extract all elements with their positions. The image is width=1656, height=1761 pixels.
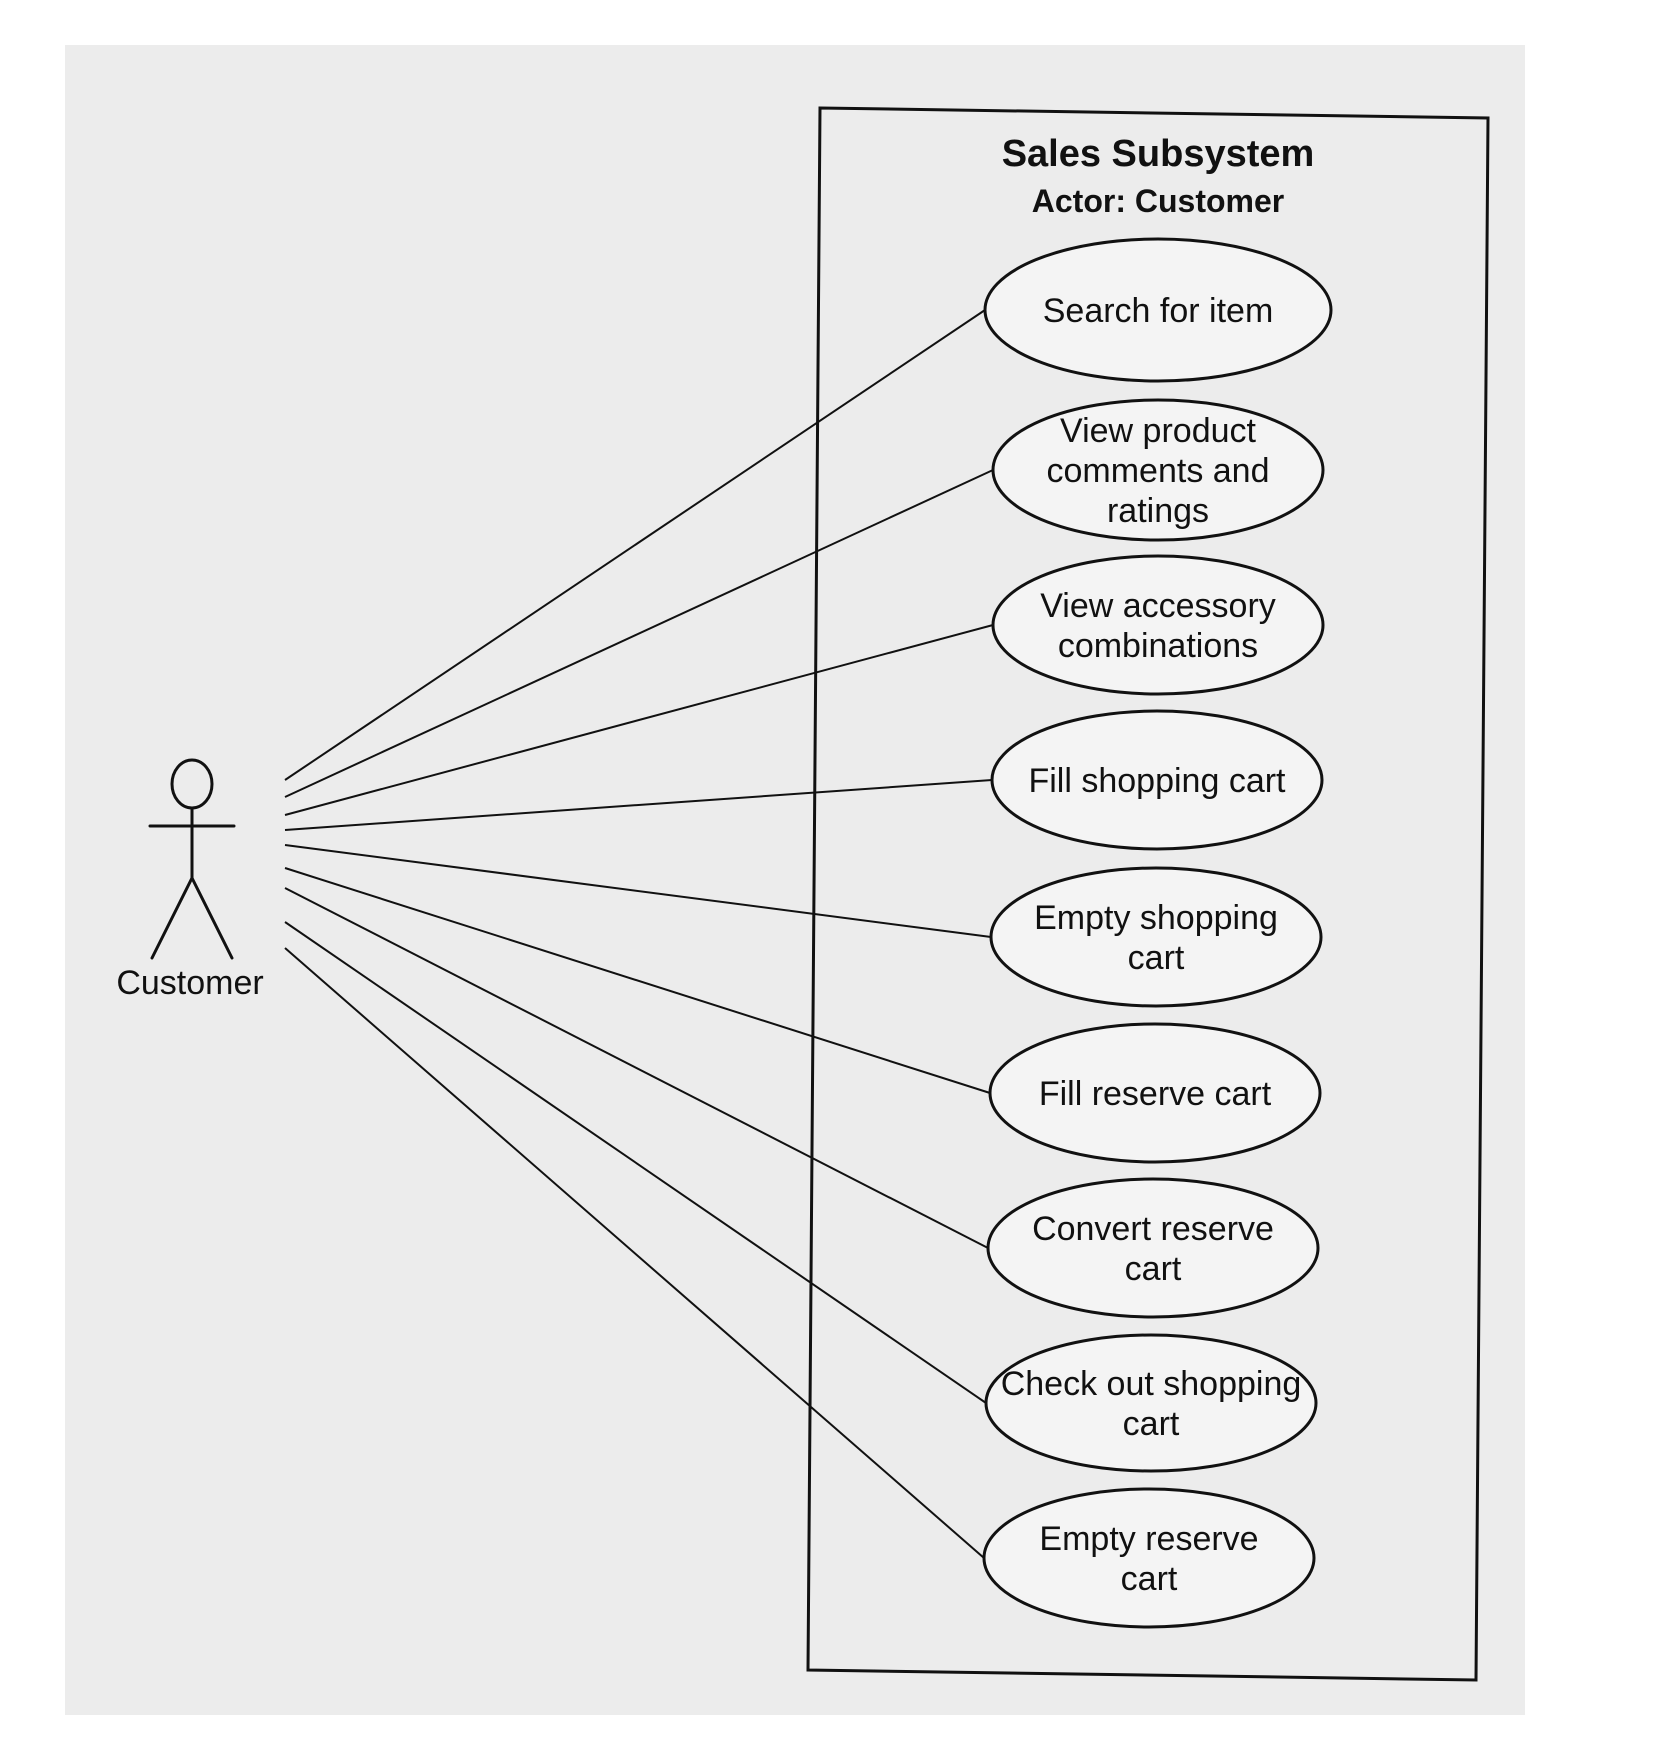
use-case-label: Fill shopping cart [1028,762,1286,800]
use-case-label: Search for item [1043,292,1274,330]
use-case-ellipse [991,398,1325,542]
association-line [284,947,985,1559]
association-lines [284,309,994,1559]
association-line [284,469,994,798]
actor-right-leg [190,876,234,960]
use-case-ellipse [991,554,1325,696]
use-case-ellipse [982,1487,1316,1629]
association-line [284,844,992,938]
association-line [284,309,986,781]
use-case-label: comments and [1047,452,1270,490]
use-case-label: cart [1123,1405,1180,1443]
use-case-ellipse [989,866,1323,1008]
use-case-ellipse [990,709,1324,851]
actor-customer: Customer [116,758,264,1002]
use-case-ellipse [983,237,1333,383]
actor-left-leg [150,876,194,960]
system-boundary [806,106,1490,1682]
use-case: Fill reserve cart [988,1022,1322,1164]
association-line [284,624,994,816]
use-case-label: Convert reserve [1032,1210,1274,1248]
use-case-label: cart [1121,1560,1178,1598]
association-line [284,779,993,831]
use-case-label: Check out shopping [1001,1365,1302,1403]
use-case-label: combinations [1058,627,1258,665]
actor-label: Customer [116,964,263,1002]
use-case: Search for item [983,237,1333,383]
use-case-ellipse [986,1177,1320,1319]
use-case-ellipse [984,1333,1318,1473]
use-case-label: cart [1125,1250,1182,1288]
association-line [284,867,991,1094]
use-case-label: cart [1128,939,1185,977]
association-line [284,921,987,1404]
use-case-label: Fill reserve cart [1039,1075,1272,1113]
system-title: Sales Subsystem [1002,133,1315,175]
use-case-label: Empty reserve [1039,1520,1258,1558]
use-case-label: View accessory [1040,587,1276,625]
use-case-ellipse [988,1022,1322,1164]
use-case-label: Empty shopping [1034,899,1278,937]
use-case-label: View product [1060,412,1256,450]
association-line [284,887,989,1249]
use-case: Fill shopping cart [990,709,1324,851]
system-subtitle: Actor: Customer [1032,183,1284,219]
use-case-label: ratings [1107,492,1209,530]
